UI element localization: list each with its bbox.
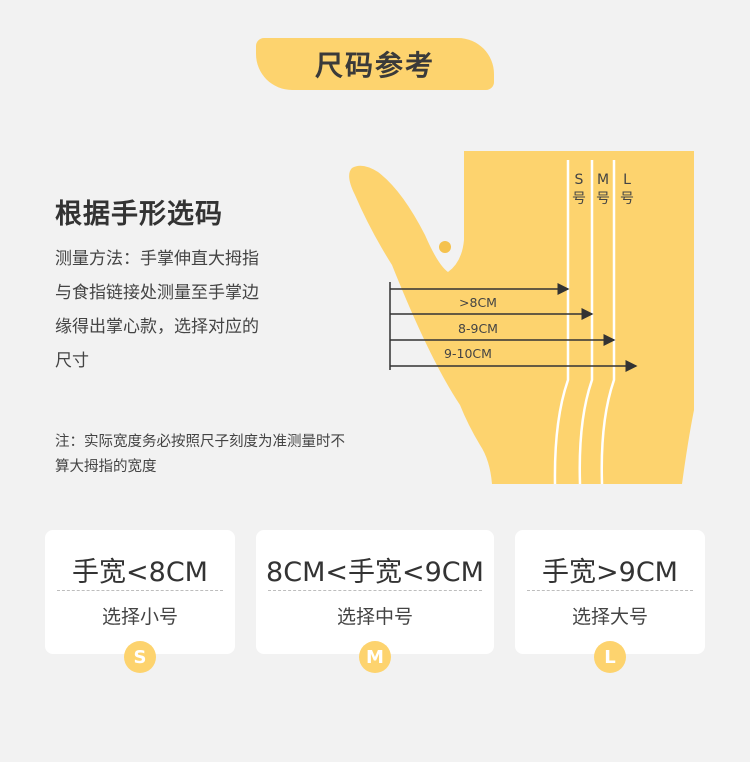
- arrow-label-medium: 8-9CM: [458, 321, 498, 336]
- note-line: 注：实际宽度务必按照尺子刻度为准测量时不: [55, 434, 345, 450]
- size-mark-l-suffix: 号: [620, 191, 634, 207]
- card-choice: 选择中号: [336, 606, 413, 628]
- method-line: 测量方法：手掌伸直大拇指: [55, 249, 259, 269]
- measure-method: 测量方法：手掌伸直大拇指 与食指链接处测量至手掌边 缘得出掌心款，选择对应的 尺…: [55, 242, 317, 378]
- size-badge-m: M: [359, 641, 391, 673]
- size-card-l: 手宽>9CM 选择大号: [515, 530, 705, 654]
- arrow-label-small: >8CM: [459, 295, 497, 310]
- card-choice: 选择大号: [571, 606, 648, 628]
- note-line: 算大拇指的宽度: [55, 459, 157, 475]
- size-line-s: [553, 160, 570, 485]
- card-range: 手宽<8CM: [72, 557, 208, 588]
- method-line: 缘得出掌心款，选择对应的: [55, 317, 259, 337]
- size-line-m: [578, 160, 594, 485]
- size-badge-l: L: [594, 641, 626, 673]
- size-line-l: [600, 160, 616, 485]
- arrow-label-large: 9-10CM: [444, 346, 492, 361]
- size-badge-s: S: [124, 641, 156, 673]
- thumb-joint-dot: [439, 241, 451, 253]
- size-mark-s: S: [575, 172, 584, 188]
- size-mark-m: M: [597, 172, 609, 188]
- card-divider: [268, 590, 482, 591]
- size-mark-l: L: [623, 172, 631, 188]
- method-line: 尺寸: [55, 351, 89, 371]
- card-range: 8CM<手宽<9CM: [266, 557, 484, 588]
- size-mark-s-suffix: 号: [572, 191, 586, 207]
- size-card-m: 8CM<手宽<9CM 选择中号: [256, 530, 494, 654]
- title-tab: 尺码参考: [256, 38, 494, 90]
- card-range: 手宽>9CM: [542, 557, 678, 588]
- measure-note: 注：实际宽度务必按照尺子刻度为准测量时不 算大拇指的宽度: [55, 430, 405, 480]
- card-divider: [527, 590, 693, 591]
- card-choice: 选择小号: [101, 606, 178, 628]
- guide-heading: 根据手形选码: [55, 199, 223, 230]
- size-mark-m-suffix: 号: [596, 191, 610, 207]
- card-divider: [57, 590, 223, 591]
- method-line: 与食指链接处测量至手掌边: [55, 283, 259, 303]
- page-title: 尺码参考: [314, 49, 435, 82]
- size-card-s: 手宽<8CM 选择小号: [45, 530, 235, 654]
